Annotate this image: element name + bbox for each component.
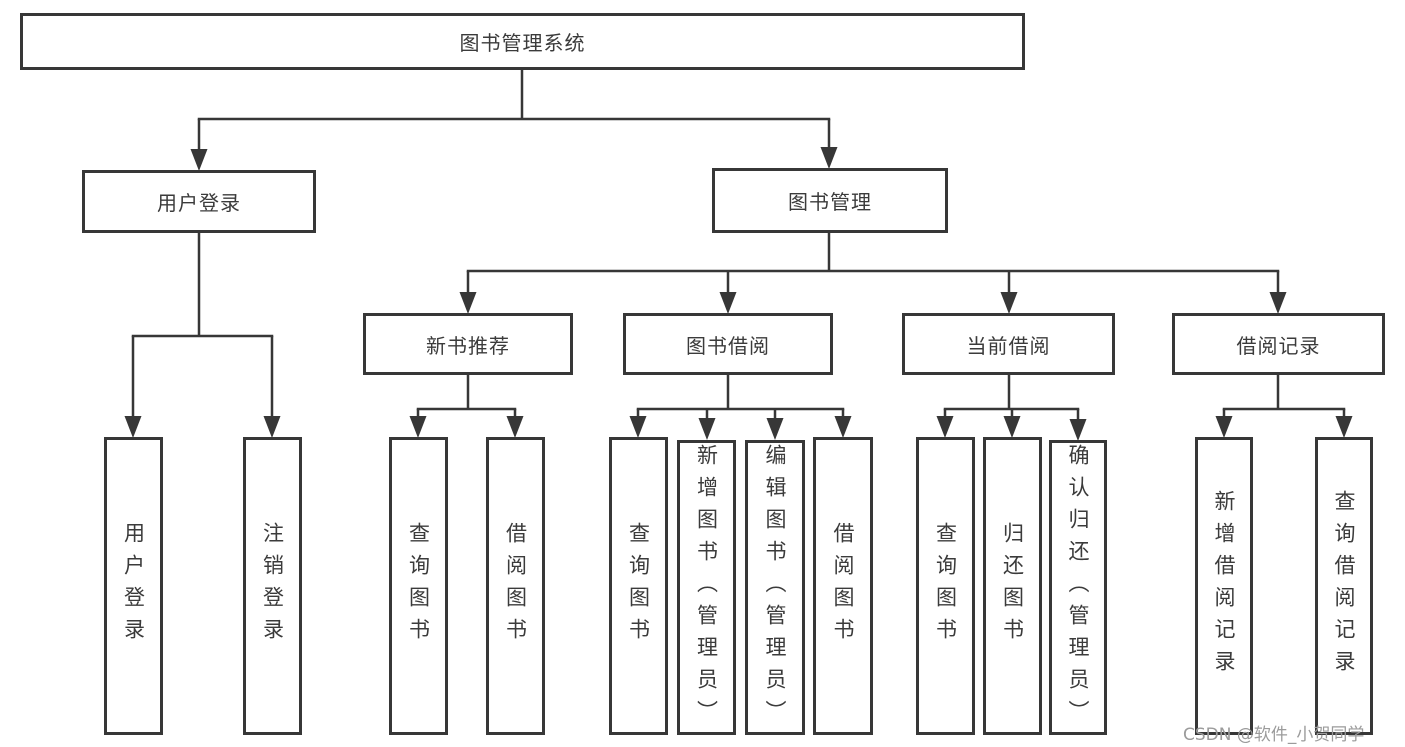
node-leaf-add-borrow-record: 新增借阅记录 [1195, 437, 1253, 735]
node-leaf-return-book-label: 归还图书 [1000, 522, 1025, 650]
node-leaf-query-borrow-record-label: 查询借阅记录 [1332, 490, 1356, 682]
node-leaf-edit-book-admin: 编辑图书（管理员） [745, 440, 805, 735]
node-leaf-query-book-borrow: 查询图书 [609, 437, 668, 735]
node-leaf-borrow-book-recommend: 借阅图书 [486, 437, 545, 735]
node-leaf-query-book-recommend-label: 查询图书 [406, 522, 431, 650]
node-book-management: 图书管理 [712, 168, 948, 233]
node-leaf-confirm-return-admin-label: 确认归还（管理员） [1066, 443, 1090, 732]
node-leaf-return-book: 归还图书 [983, 437, 1042, 735]
node-user-login: 用户登录 [82, 170, 316, 233]
node-leaf-query-book-recommend: 查询图书 [389, 437, 448, 735]
node-new-book-recommend-label: 新书推荐 [426, 333, 510, 358]
node-new-book-recommend: 新书推荐 [363, 313, 573, 375]
node-leaf-user-login: 用户登录 [104, 437, 163, 735]
node-current-borrow: 当前借阅 [902, 313, 1115, 375]
node-book-borrow: 图书借阅 [623, 313, 833, 375]
node-leaf-logout: 注销登录 [243, 437, 302, 735]
node-leaf-query-book-current-label: 查询图书 [933, 522, 958, 650]
node-leaf-edit-book-admin-label: 编辑图书（管理员） [763, 443, 787, 732]
node-borrow-record-label: 借阅记录 [1236, 333, 1321, 358]
node-leaf-borrow-book-label: 借阅图书 [831, 522, 855, 650]
node-leaf-confirm-return-admin: 确认归还（管理员） [1049, 440, 1107, 735]
node-leaf-add-book-admin-label: 新增图书（管理员） [694, 443, 719, 732]
node-leaf-query-book-borrow-label: 查询图书 [626, 522, 651, 650]
node-book-management-label: 图书管理 [788, 190, 872, 214]
watermark: CSDN @软件_小贺同学 [1183, 725, 1365, 745]
node-leaf-query-borrow-record: 查询借阅记录 [1315, 437, 1373, 735]
node-root-label: 图书管理系统 [459, 31, 586, 55]
node-book-borrow-label: 图书借阅 [686, 333, 770, 358]
node-leaf-logout-label: 注销登录 [260, 522, 285, 650]
node-borrow-record: 借阅记录 [1172, 313, 1385, 375]
node-current-borrow-label: 当前借阅 [966, 333, 1051, 358]
node-leaf-add-borrow-record-label: 新增借阅记录 [1212, 490, 1236, 682]
node-user-login-label: 用户登录 [157, 191, 241, 215]
node-leaf-query-book-current: 查询图书 [916, 437, 975, 735]
node-leaf-borrow-book: 借阅图书 [813, 437, 873, 735]
node-leaf-user-login-label: 用户登录 [121, 522, 146, 650]
node-root: 图书管理系统 [20, 13, 1025, 70]
node-leaf-add-book-admin: 新增图书（管理员） [677, 440, 736, 735]
node-leaf-borrow-book-recommend-label: 借阅图书 [503, 522, 528, 650]
